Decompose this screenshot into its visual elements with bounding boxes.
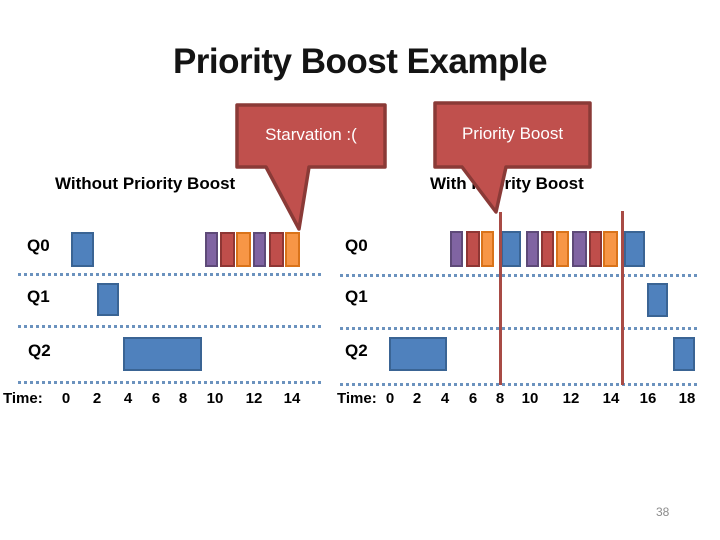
job-run-block-purple: [253, 232, 266, 267]
queue-separator-dotted-line: [18, 273, 322, 276]
queue-separator-dotted-line: [340, 274, 700, 277]
job-run-block-blue: [624, 231, 645, 267]
queue-label: Q1: [345, 287, 368, 306]
time-tick: 10: [206, 390, 224, 407]
queue-label: Q1: [27, 287, 50, 306]
time-tick: 4: [440, 390, 450, 407]
job-run-block-red: [589, 231, 602, 267]
time-tick: 12: [562, 390, 580, 407]
chart-heading: Without Priority Boost: [55, 174, 236, 193]
job-run-block-red: [220, 232, 235, 267]
job-run-block-orange: [603, 231, 618, 267]
time-axis-label: Time:: [337, 390, 377, 407]
time-tick: 10: [521, 390, 539, 407]
queue-separator-dotted-line: [18, 381, 322, 384]
queue-label: Q2: [28, 341, 51, 360]
job-run-block-orange: [236, 232, 251, 267]
job-run-block-blue: [71, 232, 94, 267]
time-tick: 0: [385, 390, 395, 407]
job-run-block-blue: [673, 337, 695, 371]
job-run-block-orange: [285, 232, 300, 267]
time-tick: 0: [61, 390, 71, 407]
job-run-block-purple: [450, 231, 463, 267]
job-run-block-purple: [526, 231, 539, 267]
page-number: 38: [656, 505, 670, 519]
job-run-block-red: [466, 231, 480, 267]
priority-boost-line: [499, 212, 502, 385]
queue-label: Q0: [345, 236, 368, 255]
job-run-block-blue: [501, 231, 521, 267]
slide-title: Priority Boost Example: [172, 42, 548, 81]
time-tick: 8: [495, 390, 505, 407]
job-run-block-blue: [123, 337, 202, 371]
time-tick: 2: [412, 390, 422, 407]
time-tick: 16: [639, 390, 657, 407]
job-run-block-red: [541, 231, 554, 267]
time-tick: 14: [602, 390, 620, 407]
job-run-block-red: [269, 232, 284, 267]
job-run-block-orange: [481, 231, 494, 267]
job-run-block-blue: [389, 337, 447, 371]
job-run-block-orange: [556, 231, 569, 267]
queue-label: Q0: [27, 236, 50, 255]
time-tick: 6: [468, 390, 478, 407]
job-run-block-blue: [647, 283, 668, 317]
time-tick: 8: [178, 390, 188, 407]
queue-separator-dotted-line: [340, 327, 700, 330]
time-axis-label: Time:: [3, 390, 43, 407]
queue-label: Q2: [345, 341, 368, 360]
queue-separator-dotted-line: [340, 383, 700, 386]
job-run-block-purple: [572, 231, 587, 267]
time-tick: 6: [151, 390, 161, 407]
time-tick: 14: [283, 390, 301, 407]
time-tick: 2: [92, 390, 102, 407]
queue-separator-dotted-line: [18, 325, 322, 328]
priority-boost-line: [621, 211, 624, 385]
time-tick: 4: [123, 390, 133, 407]
job-run-block-purple: [205, 232, 218, 267]
time-tick: 12: [245, 390, 263, 407]
job-run-block-blue: [97, 283, 119, 316]
time-tick: 18: [678, 390, 696, 407]
